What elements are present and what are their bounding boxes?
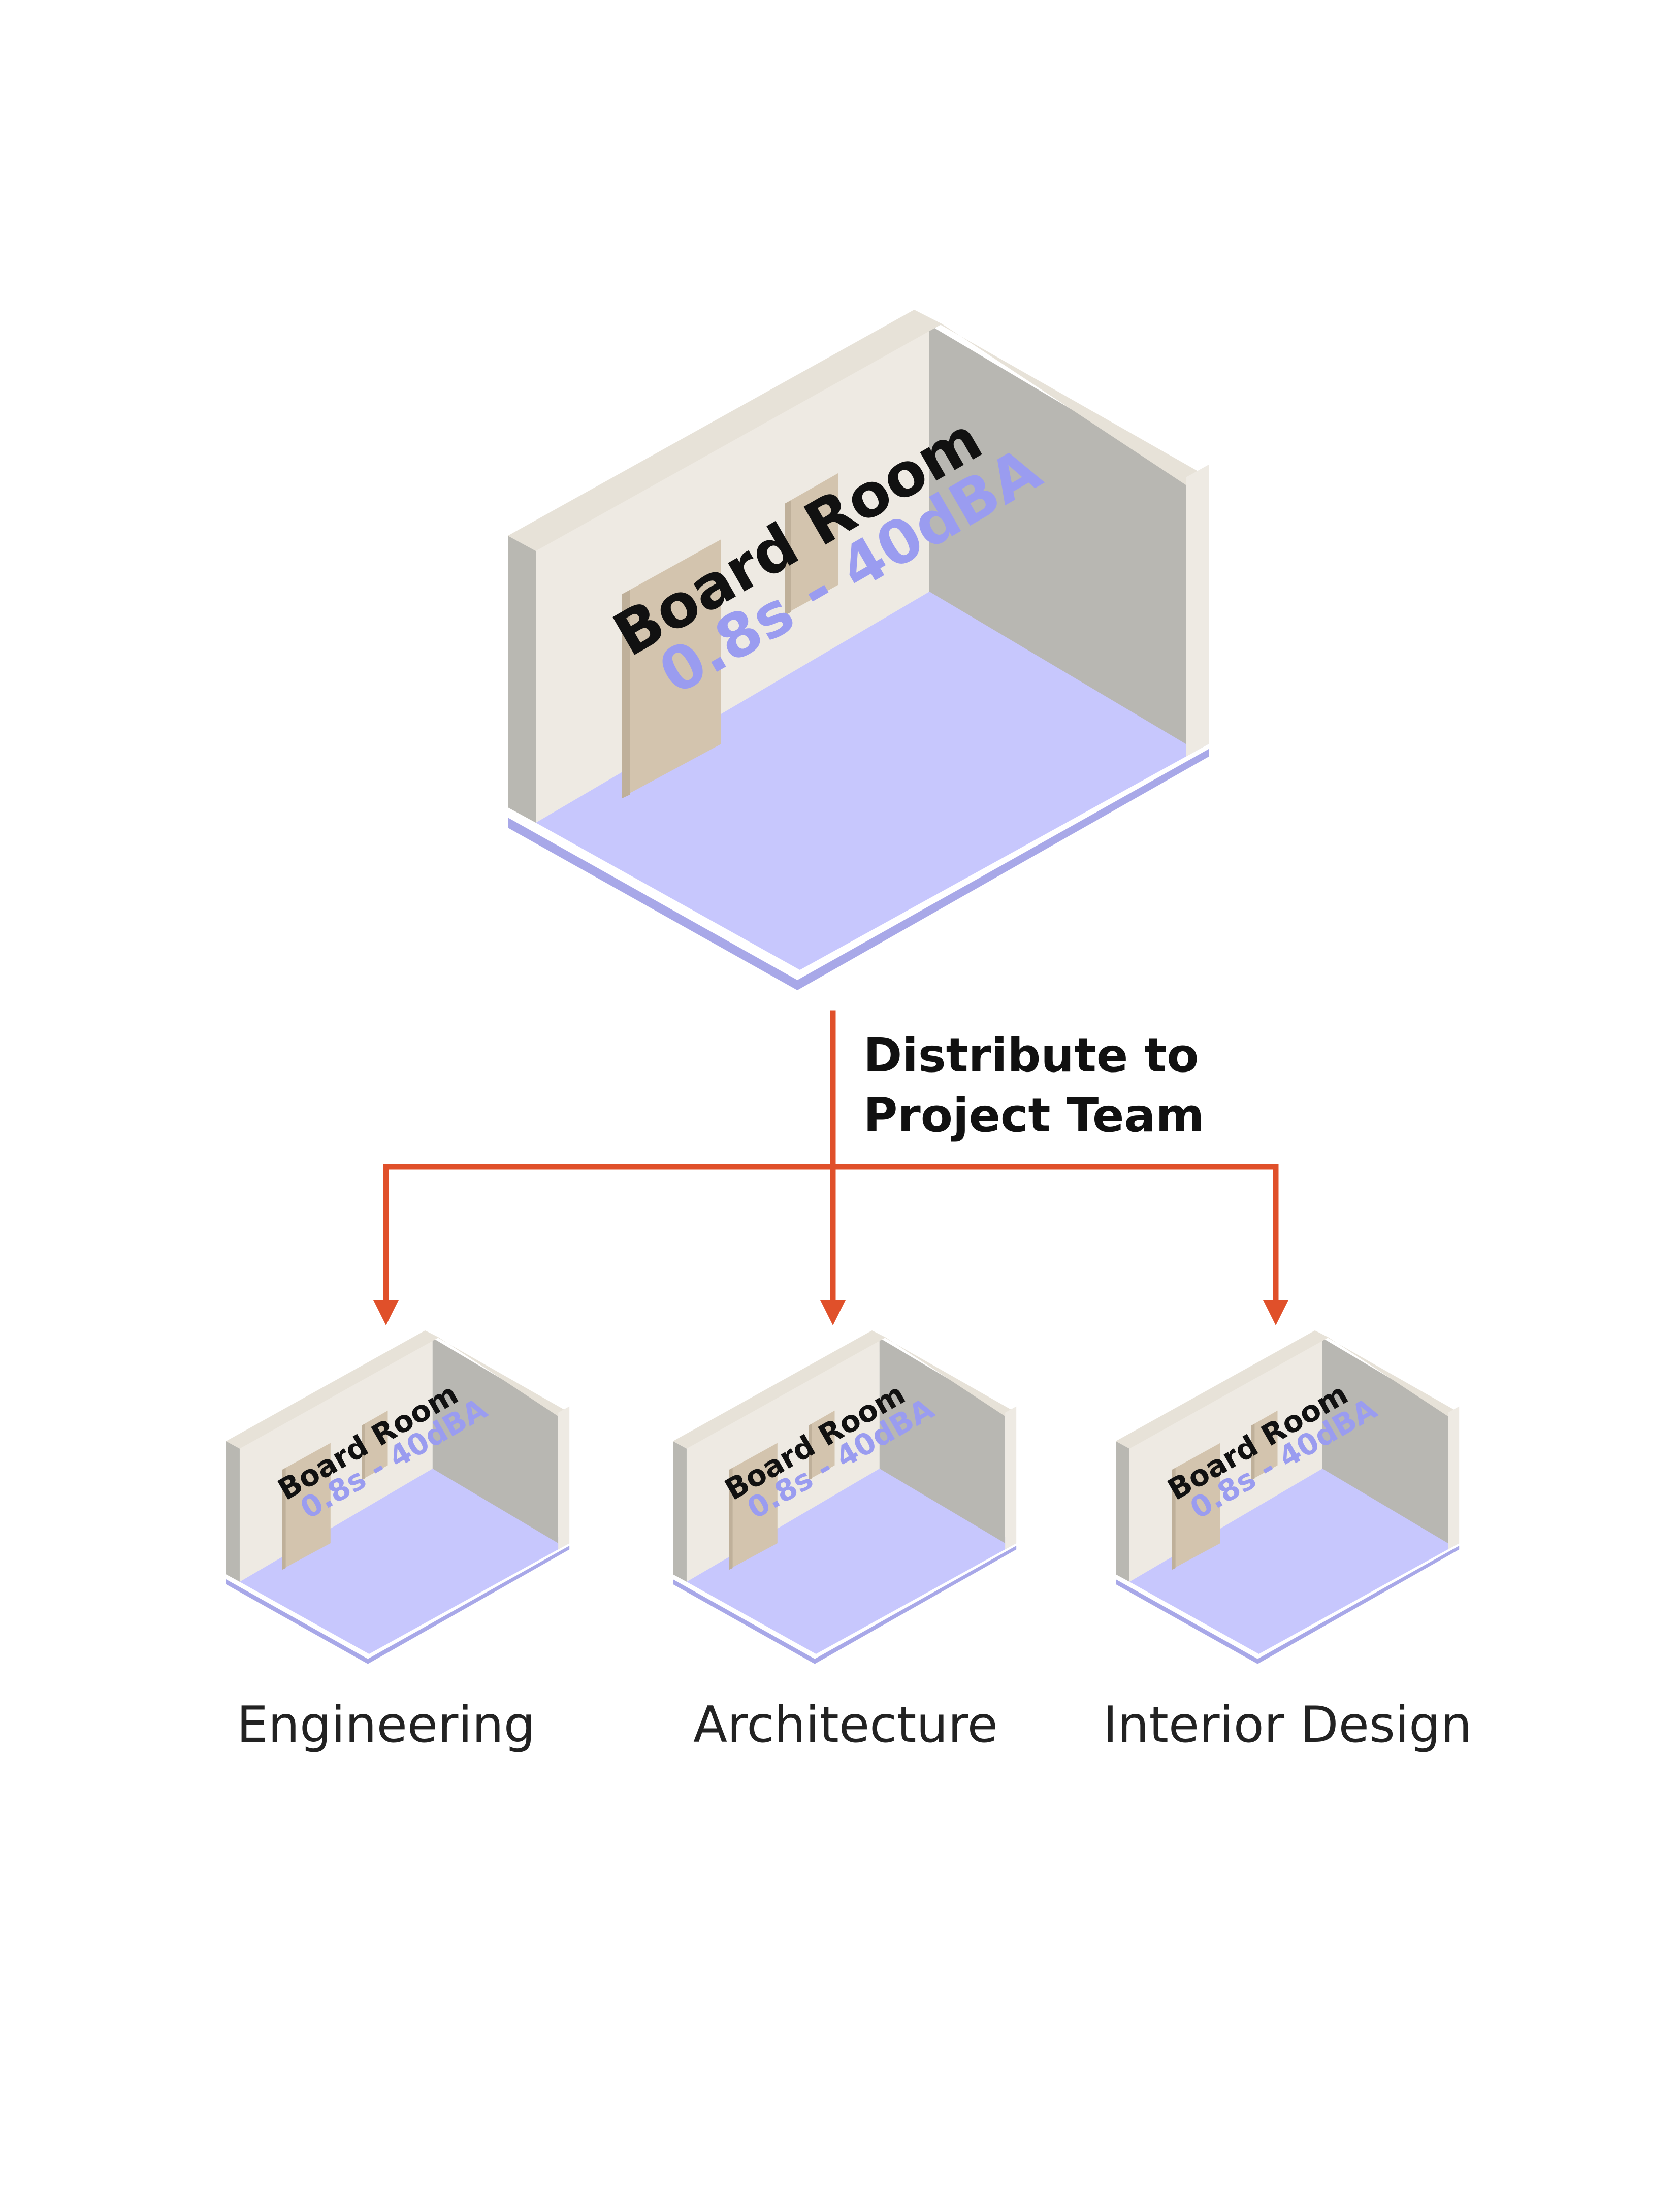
arrowhead-architecture [820, 1300, 846, 1325]
team-label-interior-design: Interior Design [1103, 1696, 1472, 1754]
team-label-engineering: Engineering [237, 1696, 535, 1754]
distribution-label-line1: Distribute to [863, 1028, 1199, 1083]
team-room-architecture: Board Room 0.8s - 40dBA [673, 1330, 1017, 1664]
team-room-engineering: Board Room 0.8s - 40dBA [226, 1330, 570, 1664]
arrowhead-engineering [373, 1300, 399, 1325]
arrowhead-interior-design [1263, 1300, 1288, 1325]
distribution-label-line2: Project Team [863, 1088, 1204, 1143]
team-label-architecture: Architecture [693, 1696, 998, 1754]
team-room-interior-design: Board Room 0.8s - 40dBA [1116, 1330, 1460, 1664]
distribution-arrows [383, 1010, 1279, 1306]
main-room-illustration: Board Room 0.8s - 40dBA [508, 310, 1209, 990]
arrowheads [373, 1300, 1288, 1325]
